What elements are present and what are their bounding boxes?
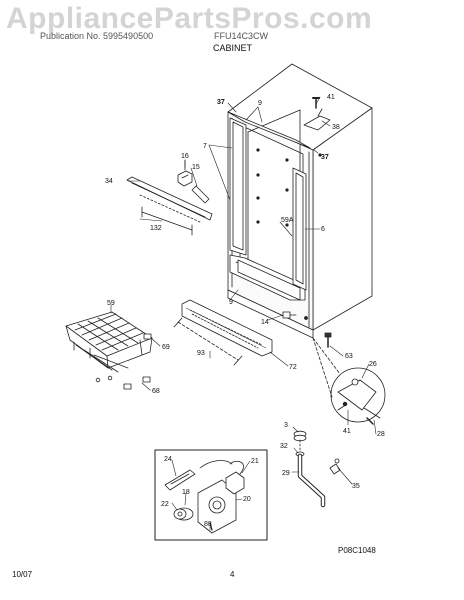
callout-37-right: 37 — [321, 154, 329, 161]
callout-labels: 9 37 41 38 37 7 16 15 34 132 59A 6 9 14 … — [105, 94, 385, 555]
callout-21: 21 — [251, 458, 259, 465]
publication-number: Publication No. 5995490500 — [40, 31, 154, 41]
footer-date: 10/07 — [12, 570, 33, 579]
upper-trim-34 — [126, 176, 213, 223]
callout-7: 7 — [203, 143, 207, 150]
callout-41-circle: 41 — [343, 428, 351, 435]
callout-29: 29 — [282, 470, 290, 477]
callout-24: 24 — [164, 456, 172, 463]
callout-68: 68 — [152, 388, 160, 395]
top-hinge — [303, 97, 331, 131]
callout-9-lower: 9 — [229, 299, 233, 306]
leveling-leg — [324, 332, 332, 348]
dimension-132 — [141, 206, 193, 236]
callout-6: 6 — [321, 226, 325, 233]
callout-63: 63 — [345, 353, 353, 360]
callout-35: 35 — [352, 483, 360, 490]
breaker-strips — [227, 111, 311, 301]
callout-37-top: 37 — [217, 99, 225, 106]
callout-34: 34 — [105, 178, 113, 185]
page-number: 4 — [230, 570, 235, 579]
callout-26: 26 — [369, 361, 377, 368]
callout-41-top: 41 — [327, 94, 335, 101]
leader-lines — [110, 96, 377, 531]
section-title: CABINET — [213, 43, 253, 53]
callout-16: 16 — [181, 153, 189, 160]
light-assembly-inset — [154, 449, 268, 541]
callout-93: 93 — [197, 350, 205, 357]
latch-and-tube — [177, 159, 210, 204]
callout-32: 32 — [280, 443, 288, 450]
callout-3: 3 — [284, 422, 288, 429]
storage-basket — [65, 311, 153, 383]
callout-72: 72 — [289, 364, 297, 371]
model-number: FFU14C3CW — [214, 31, 269, 41]
callout-15: 15 — [192, 164, 200, 171]
callout-59a: 59A — [281, 217, 294, 224]
basket-clips — [123, 333, 152, 390]
callout-28: 28 — [377, 431, 385, 438]
figure-code: P08C1048 — [338, 546, 376, 555]
kickplate-grille — [181, 299, 273, 357]
callout-59: 59 — [107, 300, 115, 307]
dimension-93 — [173, 317, 243, 366]
callout-38: 38 — [332, 124, 340, 131]
watermark: AppliancePartsPros.com — [6, 2, 373, 35]
zoom-circle-hinge — [312, 337, 386, 425]
callout-132: 132 — [150, 225, 162, 232]
callout-9: 9 — [258, 100, 262, 107]
callout-20: 20 — [243, 496, 251, 503]
callout-22: 22 — [161, 501, 169, 508]
callout-69: 69 — [162, 344, 170, 351]
drain-assembly — [293, 430, 341, 508]
callout-14: 14 — [261, 319, 269, 326]
callout-18: 18 — [182, 489, 190, 496]
callout-88: 88 — [204, 521, 212, 528]
